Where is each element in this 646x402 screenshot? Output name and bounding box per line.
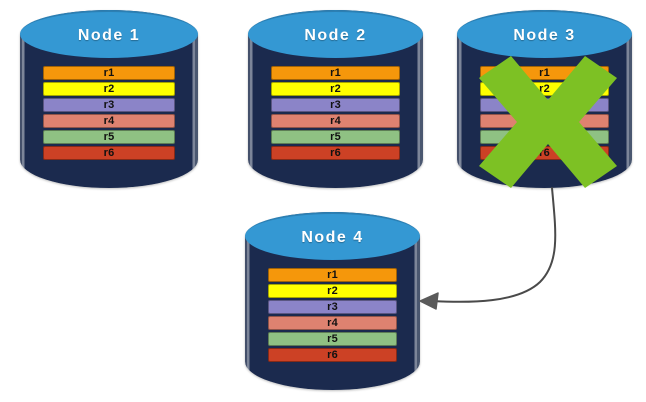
node-3-cylinder-top xyxy=(457,10,632,59)
replication-arrow-head-icon xyxy=(419,292,439,310)
node-1-rows: r1 r2 r3 r4 r5 r6 xyxy=(20,66,198,160)
node-3[interactable]: Node 3 r1 r2 r3 r4 r5 r6 xyxy=(457,10,632,188)
node-1-cylinder-top xyxy=(20,10,198,59)
node-3-row-r4[interactable]: r4 xyxy=(479,114,610,128)
replication-arrow-path xyxy=(431,187,557,303)
node-4-row-r1[interactable]: r1 xyxy=(267,268,398,282)
node-1-row-r6[interactable]: r6 xyxy=(43,146,175,160)
node-2-row-r3[interactable]: r3 xyxy=(270,98,401,112)
node-4-cylinder-top xyxy=(245,212,420,261)
node-1-row-r5[interactable]: r5 xyxy=(43,130,175,144)
node-1-row-r2[interactable]: r2 xyxy=(43,82,175,96)
node-2-row-r6[interactable]: r6 xyxy=(270,146,401,160)
node-4-row-r6[interactable]: r6 xyxy=(267,348,398,362)
node-1-row-r3[interactable]: r3 xyxy=(43,98,175,112)
node-4[interactable]: Node 4 r1 r2 r3 r4 r5 r6 xyxy=(245,212,420,390)
node-2-row-r5[interactable]: r5 xyxy=(270,130,401,144)
node-4-row-r3[interactable]: r3 xyxy=(267,300,398,314)
node-3-rows: r1 r2 r3 r4 r5 r6 xyxy=(457,66,632,160)
node-3-row-r3[interactable]: r3 xyxy=(479,98,610,112)
node-4-row-r5[interactable]: r5 xyxy=(267,332,398,346)
node-4-row-r2[interactable]: r2 xyxy=(267,284,398,298)
node-2-row-r1[interactable]: r1 xyxy=(270,66,401,80)
node-2-row-r2[interactable]: r2 xyxy=(270,82,401,96)
node-3-row-r6[interactable]: r6 xyxy=(479,146,610,160)
node-1[interactable]: Node 1 r1 r2 r3 r4 r5 r6 xyxy=(20,10,198,188)
node-2[interactable]: Node 2 r1 r2 r3 r4 r5 r6 xyxy=(248,10,423,188)
node-2-rows: r1 r2 r3 r4 r5 r6 xyxy=(248,66,423,160)
node-2-row-r4[interactable]: r4 xyxy=(270,114,401,128)
node-3-row-r5[interactable]: r5 xyxy=(479,130,610,144)
node-4-rows: r1 r2 r3 r4 r5 r6 xyxy=(245,268,420,362)
node-2-cylinder-top xyxy=(248,10,423,59)
node-4-row-r4[interactable]: r4 xyxy=(267,316,398,330)
node-3-row-r2[interactable]: r2 xyxy=(479,82,610,96)
node-3-row-r1[interactable]: r1 xyxy=(479,66,610,80)
node-1-row-r4[interactable]: r4 xyxy=(43,114,175,128)
node-1-row-r1[interactable]: r1 xyxy=(43,66,175,80)
